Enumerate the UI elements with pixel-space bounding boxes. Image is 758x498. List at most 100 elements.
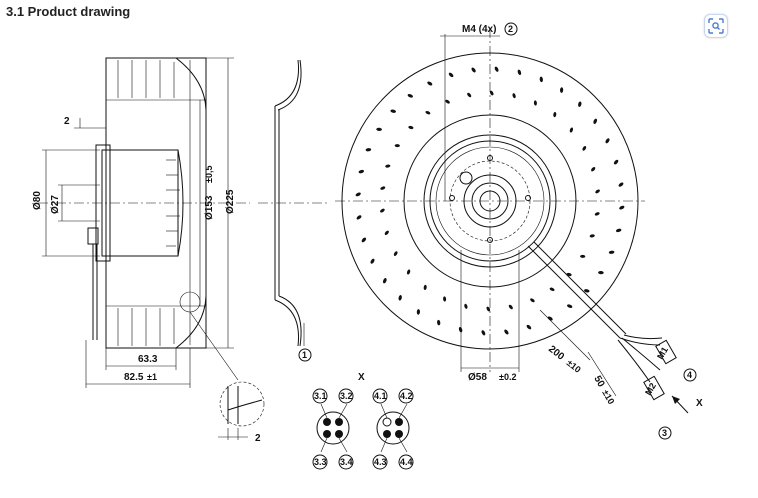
mounting-hole [416,309,421,315]
pin-4-4: 4.4 [400,457,413,467]
mounting-hole [370,258,375,264]
mounting-hole [489,90,494,96]
mounting-hole [406,269,411,275]
mounting-hole [408,125,414,130]
outer-ring-holes [355,66,625,336]
mounting-hole [553,112,557,118]
mounting-hole [486,306,491,312]
mounting-hole [608,250,615,254]
mounting-hole [437,319,441,326]
mounting-hole [385,164,391,168]
detail-view [189,311,265,440]
section-profile [258,59,330,347]
marker-4-label: 4 [687,370,692,380]
mounting-hole [425,110,431,115]
mounting-hole [380,208,385,213]
view-x-label: X [358,372,365,383]
mounting-hole [526,324,532,330]
mounting-hole [398,295,402,301]
mounting-hole [423,284,427,290]
mounting-hole [448,72,454,78]
mounting-hole [530,298,535,303]
marker-1 [298,348,312,362]
mounting-hole [567,304,573,309]
mounting-hole [384,230,389,235]
mounting-hole [390,109,396,113]
mounting-hole [427,81,433,86]
mounting-hole [559,87,564,93]
dim-cable-50-tol: ±10 [600,388,616,406]
thread-spec: M4 (4x) [462,24,496,35]
marker-1-label: 1 [302,350,307,360]
mounting-hole [595,189,600,194]
mounting-hole [593,118,598,124]
connector-3 [312,388,354,470]
page-title: 3.1 Product drawing [6,4,131,19]
dim-d80: Ø80 [32,191,43,210]
mounting-hole [376,127,382,132]
marker-3 [658,426,672,440]
view-x-arrow-label: X [696,398,703,409]
mounting-hole [580,254,586,258]
mounting-hole [471,67,476,73]
mounting-hole [539,76,543,83]
mounting-hole [618,182,624,187]
mounting-hole [407,93,413,98]
mounting-hole [365,148,372,152]
mounting-hole [591,167,596,172]
dim-82-tol: ±1 [147,372,157,382]
mounting-hole [584,289,590,293]
mounting-hole [481,330,486,336]
mounting-hole [547,316,553,321]
marker-2-label: 2 [508,24,513,34]
dim-d58: Ø58 [468,372,487,383]
marker-4 [683,368,697,382]
dim-d27: Ø27 [50,195,61,214]
pin-3-4: 3.4 [340,457,353,467]
mounting-hole [578,101,582,107]
mounting-hole [598,270,604,275]
mounting-hole [458,326,463,333]
plug-m2-label: M2 [643,381,658,397]
mounting-hole [467,92,472,98]
mounting-hole [615,228,622,233]
mounting-hole [582,146,587,151]
dim-82: 82.5 [124,372,144,383]
front-view [335,28,677,401]
pin-3-2: 3.2 [340,391,353,401]
view-x-arrow [671,395,689,414]
dim-cable-200-tol: ±10 [565,358,583,375]
mounting-hole [504,329,509,335]
mounting-hole [512,93,516,99]
mounting-hole [569,127,574,133]
mounting-hole [533,100,537,106]
dim-d225: Ø225 [225,189,236,214]
pin-3-1: 3.1 [314,391,327,401]
mounting-hole [605,138,610,144]
mounting-hole [549,287,555,292]
mounting-hole [494,66,499,72]
mounting-hole [382,278,387,284]
dim-d153: Ø153 [204,195,215,220]
visual-search-button[interactable] [704,14,728,38]
dim-gap-detail: 2 [255,433,261,444]
mounting-hole [361,237,367,243]
mounting-hole [358,169,365,174]
mounting-hole [443,296,447,302]
connector-4 [372,388,414,470]
inner-ring-holes [380,90,600,312]
pin-4-2: 4.2 [400,391,413,401]
side-view [38,57,250,388]
mounting-hole [613,159,619,165]
marker-2 [504,22,518,36]
mounting-hole [594,212,600,216]
dim-cable-200: 200 [546,344,566,363]
pin-4-3: 4.3 [374,457,387,467]
lens-search-icon [708,18,724,34]
mounting-hole [394,144,400,148]
dim-d58-tol: ±0.2 [499,372,516,382]
plug-m1-label: M1 [655,345,670,361]
dim-63: 63.3 [138,354,158,365]
pin-3-3: 3.3 [314,457,327,467]
